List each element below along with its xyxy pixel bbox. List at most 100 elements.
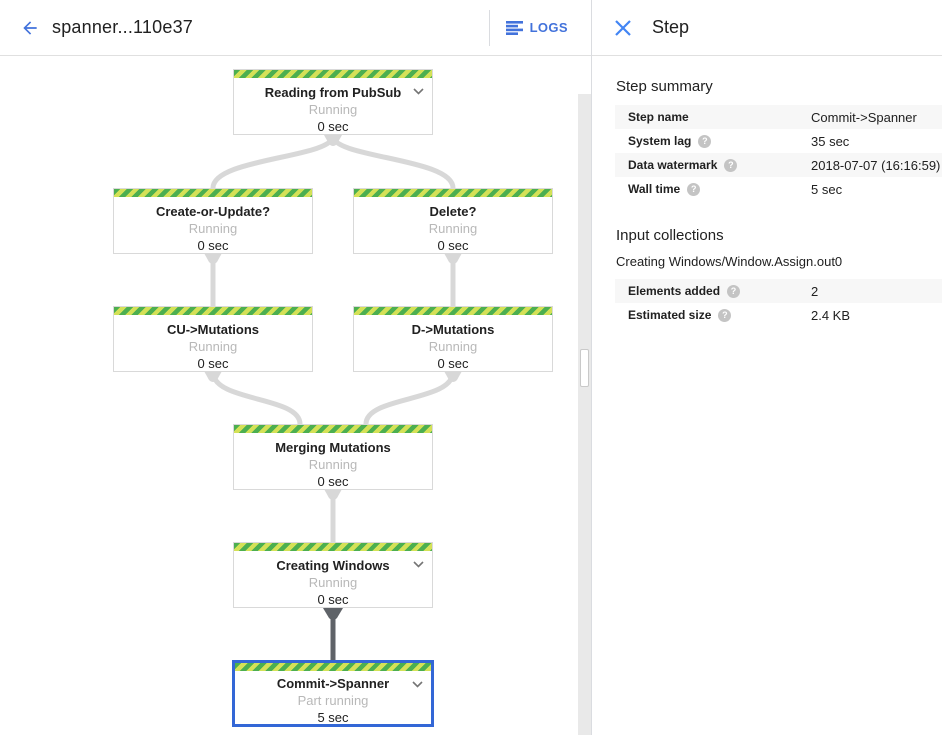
node-status: Running [308,102,358,117]
graph-node-creating-windows[interactable]: Creating Windows Running 0 sec [233,542,433,608]
row-label: Step name [628,110,689,124]
node-status: Running [308,575,358,590]
node-time: 0 sec [437,238,469,253]
logs-icon [505,20,523,35]
graph-header: spanner...110e37 LOGS [0,0,592,56]
close-panel-button[interactable] [608,13,638,43]
logs-button[interactable]: LOGS [490,0,592,56]
row-label: System lag [628,134,692,148]
panel-title: Step [652,17,690,37]
edge-arrow [204,253,222,264]
table-row: System lag ? 35 sec [615,129,942,153]
graph-node-create-or-update[interactable]: Create-or-Update? Running 0 sec [113,188,313,254]
node-status: Running [428,339,478,354]
running-stripe [354,189,552,197]
node-time: 0 sec [317,592,349,607]
chevron-down-icon[interactable] [413,82,424,100]
table-row: Wall time ? 5 sec [615,177,942,201]
running-stripe [354,307,552,315]
header-divider [488,9,490,46]
collection-name: Creating Windows/Window.Assign.out0 [616,254,843,269]
edge-arrow [324,135,342,146]
node-title: Delete? [429,204,477,219]
table-row: Elements added ? 2 [615,279,942,303]
table-row: Estimated size ? 2.4 KB [615,303,942,327]
step-details-panel: Step Step summary Step name Commit->Span… [592,0,942,735]
row-label: Estimated size [628,308,712,322]
graph-node-cu-mutations[interactable]: CU->Mutations Running 0 sec [113,306,313,372]
node-status: Part running [297,693,369,708]
step-summary-heading: Step summary [616,78,713,95]
graph-node-d-mutations[interactable]: D->Mutations Running 0 sec [353,306,553,372]
node-title: Commit->Spanner [276,676,390,691]
running-stripe [114,189,312,197]
row-label: Wall time [628,182,681,196]
edge-arrow [444,253,462,264]
input-collections-heading: Input collections [616,227,724,244]
panel-resize-handle[interactable] [580,349,589,387]
help-icon[interactable]: ? [698,134,712,148]
node-time: 0 sec [317,119,349,134]
row-value: Commit->Spanner [811,109,917,125]
running-stripe [235,663,431,671]
node-title: Reading from PubSub [264,85,402,100]
row-label: Data watermark [628,158,718,172]
graph-node-delete[interactable]: Delete? Running 0 sec [353,188,553,254]
node-status: Running [308,457,358,472]
row-value: 5 sec [811,181,843,197]
help-icon[interactable]: ? [724,158,738,172]
graph-node-merging-mutations[interactable]: Merging Mutations Running 0 sec [233,424,433,490]
edge-arrow [204,371,222,382]
row-value: 35 sec [811,133,850,149]
node-title: D->Mutations [411,322,495,337]
node-time: 5 sec [317,710,349,725]
back-button[interactable] [14,12,46,44]
row-value: 2018-07-07 (16:16:59) [811,157,941,173]
graph-node-reading-from-pubsub[interactable]: Reading from PubSub Running 0 sec [233,69,433,135]
chevron-down-icon[interactable] [413,555,424,573]
edge [330,135,456,189]
node-status: Running [428,221,478,236]
table-row: Step name Commit->Spanner [615,105,942,129]
logs-button-label: LOGS [529,20,568,35]
table-row: Data watermark ? 2018-07-07 (16:16:59) [615,153,942,177]
input-collections-table: Elements added ? 2 Estimated size ? 2.4 … [615,279,942,327]
row-label: Elements added [628,284,721,298]
edge [363,371,456,425]
edge-arrow-selected [323,608,343,620]
graph-scrollbar-track[interactable] [578,94,591,735]
step-panel-header: Step [592,0,942,56]
node-status: Running [188,221,238,236]
help-icon[interactable]: ? [718,308,732,322]
job-title: spanner...110e37 [52,17,193,37]
node-time: 0 sec [197,238,229,253]
graph-edges [204,135,462,662]
pipeline-graph: Reading from PubSub Running 0 sec Create… [0,56,592,735]
running-stripe [234,70,432,78]
chevron-down-icon[interactable] [412,675,423,693]
help-icon[interactable]: ? [687,182,701,196]
node-time: 0 sec [317,474,349,489]
node-title: Merging Mutations [275,440,391,455]
node-status: Running [188,339,238,354]
panel-divider [591,0,592,735]
row-value: 2.4 KB [811,307,851,323]
node-time: 0 sec [197,356,229,371]
back-arrow-icon [23,20,37,35]
node-time: 0 sec [437,356,469,371]
row-value: 2 [811,283,819,299]
graph-node-commit-spanner[interactable]: Commit->Spanner Part running 5 sec [232,660,434,727]
node-title: Create-or-Update? [155,204,271,219]
node-title: CU->Mutations [166,322,260,337]
edge-arrow [444,371,462,382]
running-stripe [114,307,312,315]
running-stripe [234,543,432,551]
node-title: Creating Windows [276,558,390,573]
help-icon[interactable]: ? [727,284,741,298]
edge-arrow [324,489,342,500]
step-summary-table: Step name Commit->Spanner System lag ? 3… [615,105,942,201]
close-icon [615,19,631,36]
running-stripe [234,425,432,433]
edge [210,135,336,189]
